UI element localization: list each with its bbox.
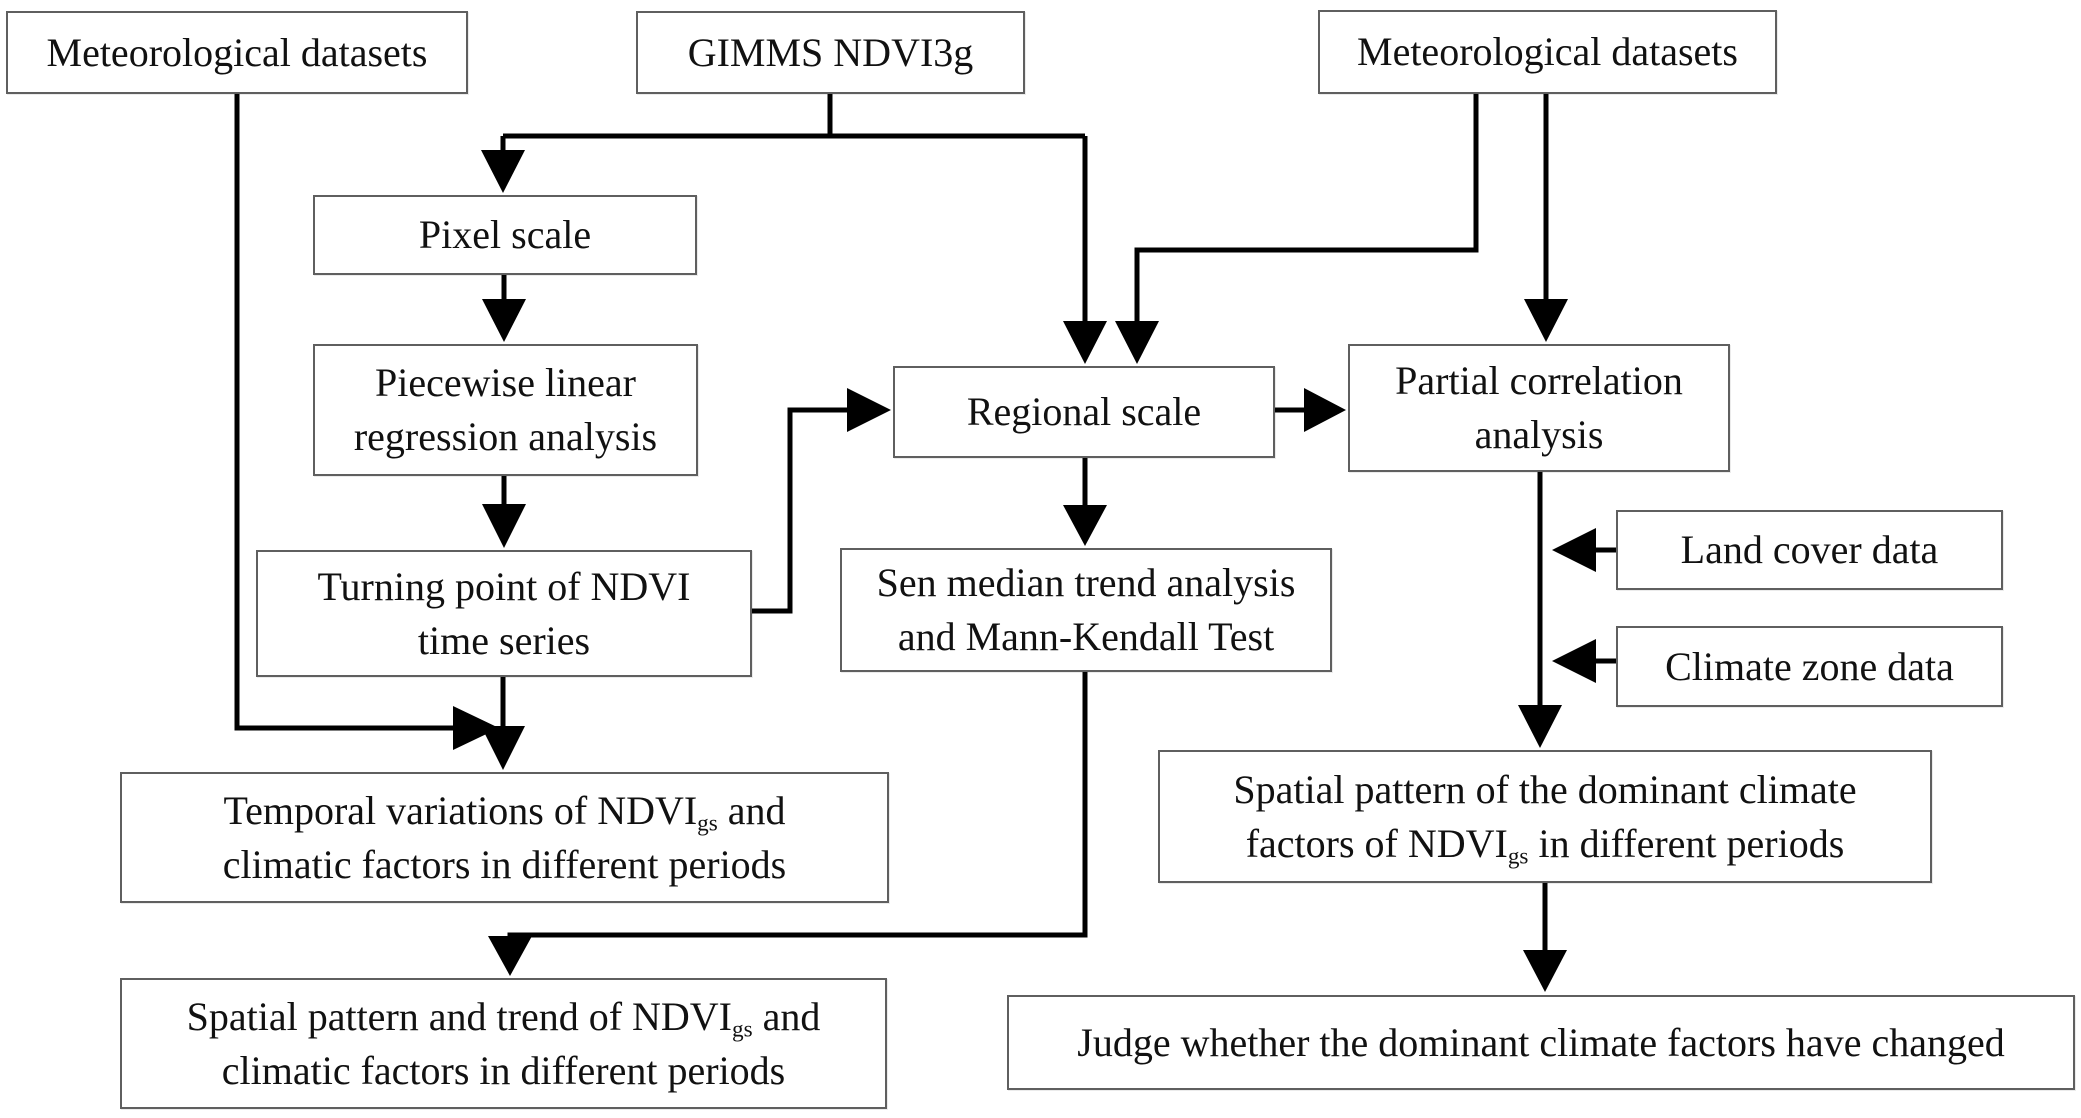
node-judge-dominant-factors-changed: Judge whether the dominant climate facto… [1007, 995, 2075, 1090]
node-label: Pixel scale [418, 212, 592, 257]
node-sen-median-mann-kendall: Sen median trend analysis and Mann-Kenda… [840, 548, 1332, 672]
connector-piecewise-to-turning [482, 476, 526, 548]
node-label: GIMMS NDVI3g [687, 29, 974, 75]
node-label-line2: climatic factors in different periods [222, 841, 787, 887]
connector-climate-to-stem [1552, 639, 1616, 683]
subscript-gs: gs [1507, 842, 1529, 869]
node-partial-correlation-analysis: Partial correlation analysis [1348, 344, 1730, 472]
node-temporal-variations: Temporal variations of NDVIgs and climat… [120, 772, 889, 903]
connector-partial-to-spatial-dominant [1518, 472, 1562, 748]
node-spatial-pattern-trend: Spatial pattern and trend of NDVIgs and … [120, 978, 887, 1109]
node-label-line1: Partial correlation [1395, 358, 1683, 403]
node-label-line1: Spatial pattern of the dominant climate [1233, 766, 1857, 812]
connector-land-to-stem [1552, 528, 1616, 572]
node-land-cover-data: Land cover data [1616, 510, 2003, 590]
node-label-line2: climatic factors in different periods [221, 1047, 786, 1093]
node-label: Regional scale [966, 389, 1202, 434]
node-label-line2: and Mann-Kendall Test [897, 614, 1275, 659]
node-label-line1: Turning point of NDVI [317, 563, 691, 609]
node-meteorological-datasets-right: Meteorological datasets [1318, 10, 1777, 94]
node-piecewise-linear-regression: Piecewise linear regression analysis [313, 344, 698, 476]
node-spatial-pattern-dominant-factors: Spatial pattern of the dominant climate … [1158, 750, 1932, 883]
node-turning-point-ndvi: Turning point of NDVI time series [256, 550, 752, 677]
node-label-line1: Sen median trend analysis [876, 560, 1296, 605]
node-label-line2: time series [417, 617, 591, 663]
node-label-line1: Spatial pattern and trend of NDVIgs and [186, 993, 821, 1042]
connector-met-right-to-regional [1115, 94, 1479, 364]
connector-sen-to-spatial-trend [488, 672, 1088, 976]
connector-spatial-dominant-to-judge [1523, 883, 1567, 992]
connector-met-right-to-partial [1524, 94, 1568, 342]
connector-regional-to-partial [1275, 388, 1346, 432]
node-label-line2: analysis [1474, 412, 1604, 457]
node-label: Land cover data [1680, 527, 1939, 572]
connector-gimms-rail [481, 94, 1107, 364]
node-gimms-ndvi3g: GIMMS NDVI3g [636, 11, 1025, 94]
connector-regional-to-sen [1063, 458, 1107, 546]
node-label: Meteorological datasets [46, 29, 428, 75]
node-regional-scale: Regional scale [893, 366, 1275, 458]
node-label: Judge whether the dominant climate facto… [1077, 1019, 2005, 1065]
node-label-line2: regression analysis [353, 414, 658, 459]
connector-pixel-to-piecewise [482, 275, 526, 342]
node-meteorological-datasets-left: Meteorological datasets [6, 11, 468, 94]
node-climate-zone-data: Climate zone data [1616, 626, 2003, 707]
node-label-line2: factors of NDVIgs in different periods [1245, 820, 1845, 869]
node-label-line1: Temporal variations of NDVIgs and [223, 787, 786, 836]
subscript-gs: gs [732, 1015, 753, 1042]
node-label-line1: Piecewise linear [375, 360, 636, 405]
connector-turning-to-temporal [481, 677, 525, 770]
node-pixel-scale: Pixel scale [313, 195, 697, 275]
subscript-gs: gs [697, 809, 718, 836]
connector-met-left-to-temporal [234, 94, 499, 750]
node-label: Climate zone data [1665, 643, 1954, 689]
connector-turning-to-regional [752, 388, 891, 614]
node-label: Meteorological datasets [1357, 29, 1738, 74]
